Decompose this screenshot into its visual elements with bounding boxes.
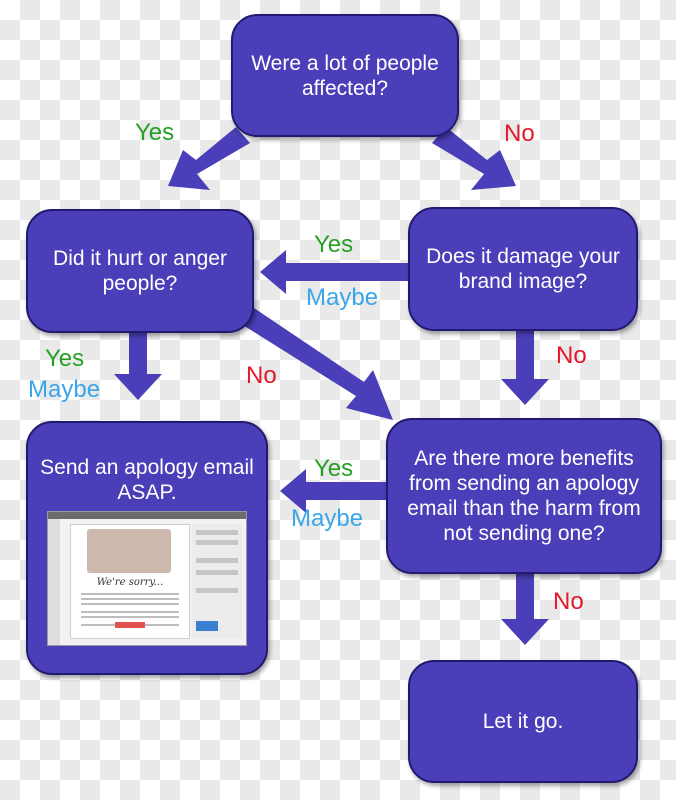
label-no-q1-q3: No <box>504 120 535 147</box>
thumb-text-line <box>81 603 179 605</box>
question-many-affected: Were a lot of people affected? <box>231 14 459 137</box>
thumb-text-line <box>81 593 179 595</box>
arrow-q2-to-q4 <box>238 306 393 420</box>
thumb-panel-bar <box>196 588 238 593</box>
arrow-q1-to-q3 <box>432 127 516 190</box>
arrow-q3-to-q4 <box>501 330 549 405</box>
question-hurt-anger-text: Did it hurt or anger people? <box>53 247 227 295</box>
thumb-button <box>115 622 145 628</box>
thumb-toolbar <box>48 512 246 519</box>
outcome-let-it-go: Let it go. <box>408 660 638 783</box>
outcome-let-it-go-text: Let it go. <box>482 710 564 733</box>
question-more-benefits: Are there more benefits from sending an … <box>386 418 662 574</box>
arrow-q4-to-letgo <box>501 572 549 645</box>
question-brand-damage: Does it damage your brand image? <box>408 207 638 331</box>
arrow-q1-to-q2 <box>168 127 250 190</box>
thumb-text-line <box>81 611 179 613</box>
thumb-panel-bar <box>196 558 238 563</box>
label-no-q4-letgo: No <box>553 588 584 615</box>
thumb-text-line <box>81 616 179 618</box>
arrow-q4-to-send <box>280 469 390 513</box>
label-no-q3-q4: No <box>556 342 587 369</box>
thumb-sidebar <box>48 519 60 645</box>
question-hurt-anger: Did it hurt or anger people? <box>26 209 254 333</box>
label-maybe-q4-send: Maybe <box>291 505 364 532</box>
email-editor-screenshot: We're sorry... <box>47 511 247 646</box>
thumb-heading: We're sorry... <box>96 577 164 588</box>
label-yes-q2-send: Yes <box>45 345 85 372</box>
outcome-send-apology: Send an apology email ASAP. We're sorry.… <box>26 421 268 675</box>
thumb-text-line <box>81 598 179 600</box>
label-yes-q1-q2: Yes <box>135 119 175 146</box>
question-more-benefits-text: Are there more benefits from sending an … <box>407 447 641 545</box>
label-maybe-q2-send: Maybe <box>28 376 101 403</box>
outcome-send-apology-text: Send an apology email ASAP. <box>40 456 254 504</box>
label-yes-q3-q2: Yes <box>314 231 354 258</box>
question-many-affected-text: Were a lot of people affected? <box>251 51 439 100</box>
thumb-panel-button <box>196 621 218 631</box>
question-brand-damage-text: Does it damage your brand image? <box>426 245 620 293</box>
label-maybe-q3-q2: Maybe <box>306 284 379 311</box>
thumb-panel-bar <box>196 570 238 575</box>
label-no-q2-q4: No <box>246 362 277 389</box>
thumb-email-document: We're sorry... <box>70 524 190 639</box>
arrow-q2-to-send <box>114 332 162 400</box>
thumb-hands-photo <box>87 529 171 573</box>
label-yes-q4-send: Yes <box>314 455 354 482</box>
arrow-q3-to-q2 <box>260 250 410 294</box>
thumb-panel-bar <box>196 540 238 545</box>
thumb-settings-panel <box>192 524 242 639</box>
thumb-panel-bar <box>196 530 238 535</box>
